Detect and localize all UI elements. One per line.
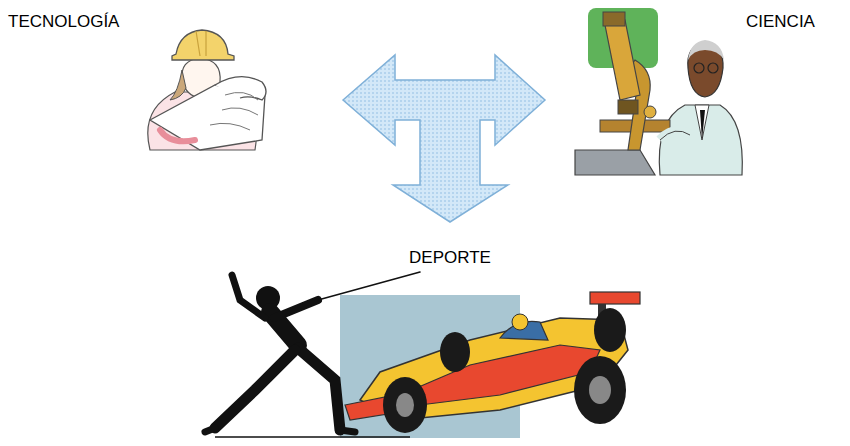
t-arrow [343, 55, 545, 222]
fencer-silhouette [205, 272, 420, 432]
scientist-figure [575, 8, 742, 175]
engineer-figure [148, 30, 266, 150]
section-label: CIENCIA [746, 12, 815, 32]
section-label: TECNOLOGÍA [8, 12, 119, 32]
section-label: DEPORTE [409, 248, 491, 268]
base-line [215, 436, 410, 438]
race-car [345, 292, 640, 433]
